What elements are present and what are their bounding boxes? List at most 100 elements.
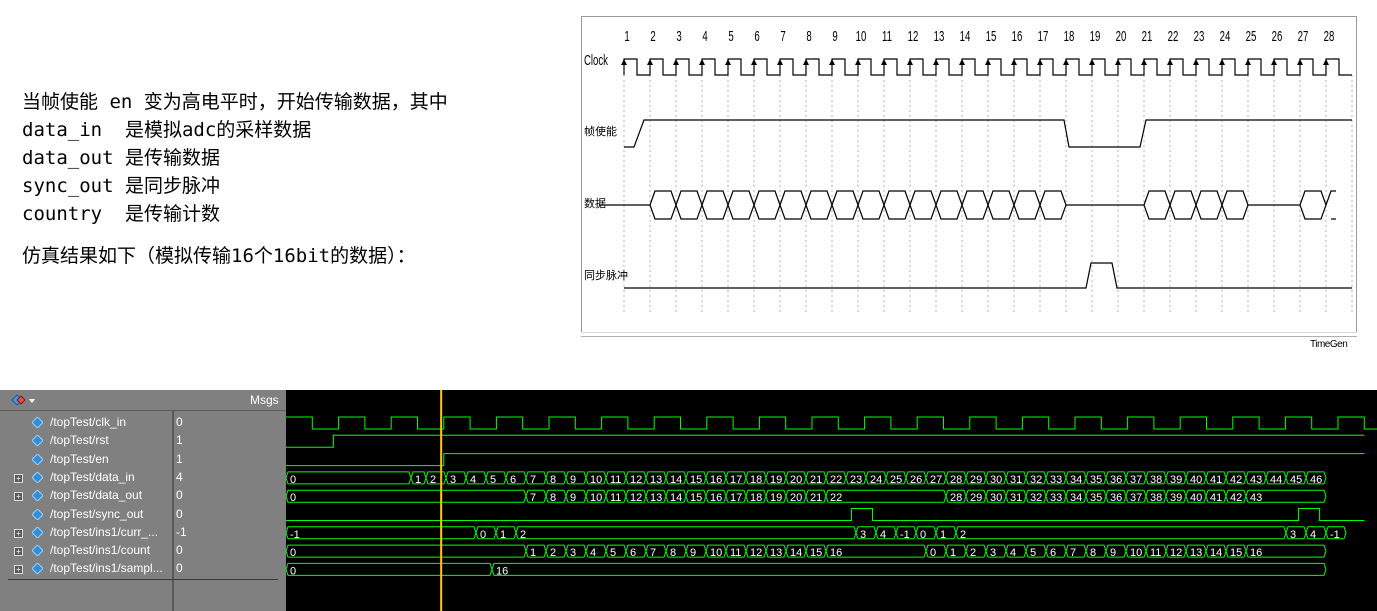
bus-value: 7 bbox=[530, 474, 536, 486]
bus-value: 45 bbox=[1290, 474, 1302, 486]
signal-row[interactable]: /topTest/clk_in bbox=[0, 414, 172, 432]
signal-diamond-icon bbox=[32, 453, 43, 465]
cycle-number: 1 bbox=[624, 28, 629, 44]
bus-segment bbox=[955, 526, 1287, 540]
bus-value: 10 bbox=[590, 492, 602, 504]
signal-row[interactable]: + /topTest/data_in bbox=[0, 469, 172, 487]
bus-value: 20 bbox=[790, 474, 802, 486]
bus-value: 34 bbox=[1070, 474, 1082, 486]
bus-value: 0 bbox=[290, 474, 296, 486]
bus-value: 14 bbox=[670, 474, 682, 486]
bus-value: 0 bbox=[290, 492, 296, 504]
bus-value: 3 bbox=[450, 474, 456, 486]
cycle-number: 24 bbox=[1220, 28, 1231, 44]
bus-value: 7 bbox=[530, 492, 536, 504]
signal-value: 1 bbox=[176, 451, 183, 466]
data-bus-cell bbox=[779, 190, 807, 220]
bus-value: 8 bbox=[550, 492, 556, 504]
bus-value: 1 bbox=[500, 529, 506, 541]
cycle-number: 22 bbox=[1168, 28, 1179, 44]
bus-value: 9 bbox=[570, 492, 576, 504]
bus-segment bbox=[1245, 544, 1327, 558]
bus-value: 11 bbox=[1150, 547, 1161, 559]
bus-value: 33 bbox=[1050, 474, 1062, 486]
bus-value: 11 bbox=[610, 474, 621, 486]
bus-value: 18 bbox=[750, 492, 762, 504]
bus-value: 19 bbox=[770, 474, 782, 486]
bus-value: 30 bbox=[990, 474, 1002, 486]
expand-icon[interactable]: + bbox=[14, 492, 23, 502]
data-bus-cell bbox=[753, 190, 781, 220]
bus-value: 10 bbox=[590, 474, 602, 486]
bus-value: 42 bbox=[1230, 474, 1242, 486]
bus-value: 15 bbox=[1230, 547, 1242, 559]
bus-value: 6 bbox=[510, 474, 516, 486]
bus-value: 32 bbox=[1030, 474, 1042, 486]
bus-value: 10 bbox=[710, 547, 722, 559]
bus-value: 3 bbox=[570, 547, 576, 559]
expand-icon[interactable]: + bbox=[14, 473, 23, 483]
bus-value: 16 bbox=[1250, 547, 1262, 559]
data-bus-cell bbox=[987, 190, 1015, 220]
bus-value: 4 bbox=[590, 547, 596, 559]
signal-name: /topTest/data_in bbox=[50, 469, 135, 484]
data-bus-cell bbox=[1195, 190, 1223, 220]
bus-value: 14 bbox=[1210, 547, 1222, 559]
expand-icon[interactable]: + bbox=[14, 565, 23, 575]
bus-value: 1 bbox=[415, 474, 421, 486]
bus-value: 5 bbox=[610, 547, 616, 559]
bus-value: 41 bbox=[1210, 474, 1222, 486]
bus-value: 19 bbox=[770, 492, 782, 504]
cycle-number: 13 bbox=[934, 28, 945, 44]
bus-value: 44 bbox=[1270, 474, 1282, 486]
signal-diamond-icon bbox=[32, 508, 43, 520]
expand-icon[interactable]: + bbox=[14, 547, 23, 557]
data-bus-cell bbox=[1039, 190, 1067, 220]
bus-value: 8 bbox=[670, 547, 676, 559]
bus-value: 24 bbox=[870, 474, 882, 486]
bus-value: 8 bbox=[1090, 547, 1096, 559]
bus-value: 13 bbox=[650, 492, 662, 504]
bus-value: 12 bbox=[630, 474, 642, 486]
bus-value: 3 bbox=[1290, 529, 1296, 541]
clock-waveform bbox=[623, 58, 1352, 76]
cycle-number: 26 bbox=[1272, 28, 1283, 44]
expand-icon[interactable]: + bbox=[14, 528, 23, 538]
bus-value: 21 bbox=[810, 474, 822, 486]
signal-row[interactable]: + /topTest/ins1/sampl... bbox=[0, 560, 172, 578]
bus-value: 11 bbox=[730, 547, 741, 559]
bus-segment bbox=[825, 489, 947, 503]
bus-segment bbox=[285, 526, 477, 540]
signal-name: /topTest/clk_in bbox=[50, 415, 127, 429]
bus-value: 2 bbox=[430, 474, 436, 486]
wave-menu-icon[interactable] bbox=[8, 392, 38, 408]
signal-diamond-icon bbox=[32, 417, 43, 428]
signal-value: -1 bbox=[176, 524, 187, 539]
data-bus-cell bbox=[675, 190, 703, 220]
signal-name: /topTest/ins1/sampl... bbox=[50, 561, 163, 576]
timegen-label: TimeGen bbox=[1310, 339, 1348, 350]
cycle-number: 28 bbox=[1324, 28, 1335, 44]
signal-row[interactable]: +/topTest/ins1/count bbox=[0, 542, 172, 560]
signal-row[interactable]: /topTest/rst bbox=[0, 432, 172, 450]
signal-name: /topTest/rst bbox=[50, 433, 109, 448]
signal-row[interactable]: /topTest/en bbox=[0, 451, 172, 469]
bus-value: 9 bbox=[570, 474, 576, 486]
signal-row[interactable]: +/topTest/ins1/curr_... bbox=[0, 524, 172, 542]
cycle-number: 18 bbox=[1064, 28, 1075, 44]
cycle-number: 9 bbox=[832, 28, 837, 44]
bus-value: 37 bbox=[1130, 492, 1142, 504]
signal-value: 0 bbox=[176, 488, 183, 503]
signal-row[interactable]: +/topTest/data_out bbox=[0, 487, 172, 505]
bus-value: 0 bbox=[480, 529, 486, 541]
bus-value: 1 bbox=[530, 547, 536, 559]
signal-name-pane bbox=[0, 390, 172, 611]
signal-diamond-icon bbox=[32, 545, 43, 557]
description-line: data_in 是模拟adc的采样数据 bbox=[22, 119, 312, 141]
bus-value: 20 bbox=[790, 492, 802, 504]
signal-row[interactable]: /topTest/sync_out bbox=[0, 506, 172, 524]
cycle-number: 15 bbox=[986, 28, 997, 44]
bus-value: 14 bbox=[790, 547, 802, 559]
